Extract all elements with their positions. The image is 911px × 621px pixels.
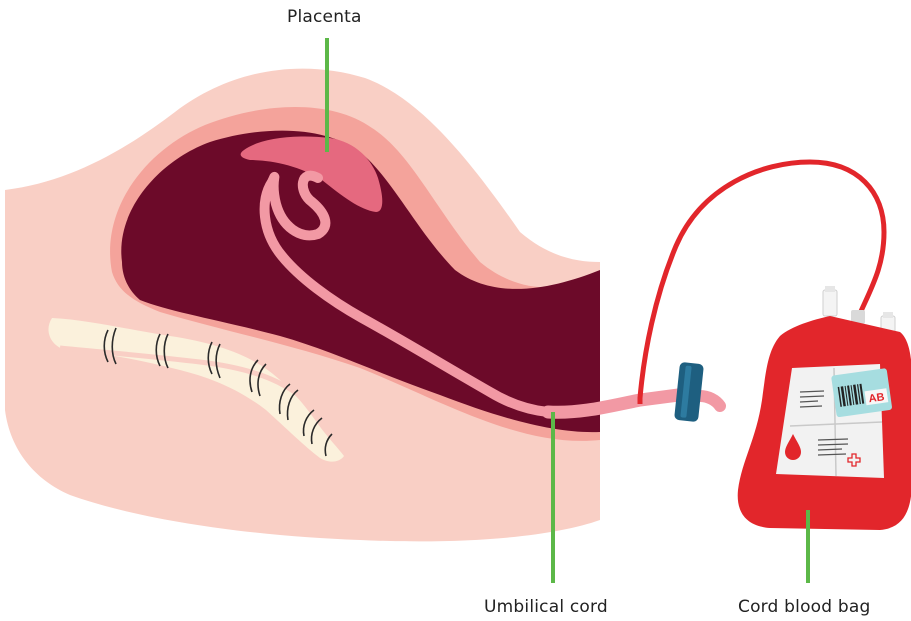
cord-blood-bag-label: Cord blood bag (738, 597, 870, 617)
cord-tail (700, 396, 720, 406)
blood-type-label: AB (868, 391, 885, 405)
cord-clamp (674, 362, 704, 422)
placenta-label: Placenta (287, 7, 362, 27)
umbilical-cord-label: Umbilical cord (484, 597, 608, 617)
cord-blood-bag: AB (738, 286, 911, 530)
